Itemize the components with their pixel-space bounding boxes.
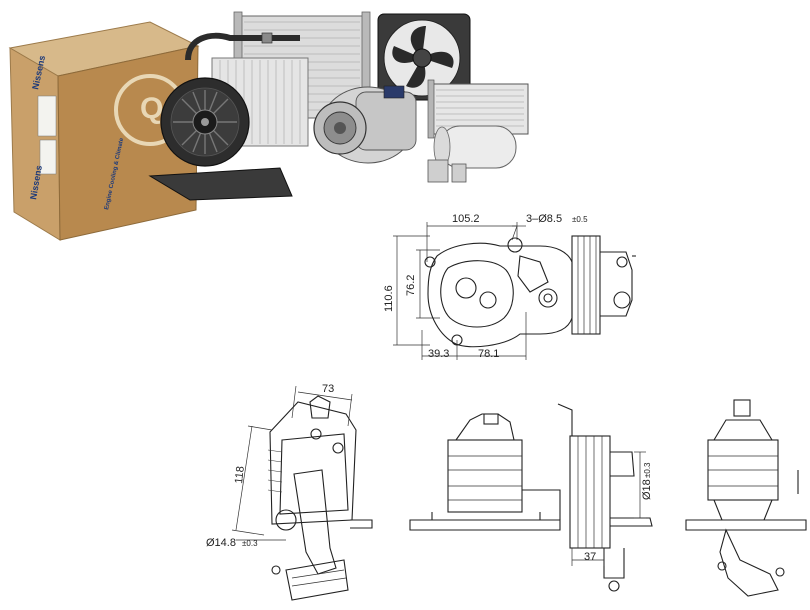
dim-port-diameter: Ø14.8 bbox=[206, 537, 236, 549]
dim-width-39: 39.3 bbox=[428, 348, 449, 360]
dim-width-73: 73 bbox=[322, 383, 334, 395]
dim-diameter-18: Ø18 bbox=[641, 479, 653, 500]
ac-compressor-icon bbox=[313, 85, 417, 164]
product-photo: Nissens Nissens Engine Cooling & Climate… bbox=[8, 11, 529, 241]
dim-height-118: 118 bbox=[233, 466, 247, 485]
drawing-side-view: Ø18 ±0.3 37 bbox=[409, 403, 653, 592]
dim-holes: 3–Ø8.5 bbox=[526, 213, 562, 225]
dim-diameter-tolerance: ±0.3 bbox=[643, 462, 652, 478]
receiver-drier-icon bbox=[427, 125, 517, 183]
drawing-front-view: 105.2 3–Ø8.5 ±0.5 110.6 76.2 39.3 78.1 bbox=[383, 213, 636, 360]
dim-holes-tolerance: ±0.5 bbox=[572, 215, 588, 224]
radiator-fan-icon bbox=[377, 13, 471, 101]
box-q-logo: Q bbox=[140, 92, 163, 125]
cardboard-box-icon: Nissens Nissens Engine Cooling & Climate… bbox=[8, 21, 200, 241]
heater-core-icon bbox=[427, 79, 529, 139]
dim-width-78: 78.1 bbox=[478, 348, 499, 360]
blower-fan-icon bbox=[148, 77, 293, 201]
dim-port-tolerance: ±0.3 bbox=[242, 539, 258, 548]
dim-height-76: 76.2 bbox=[405, 275, 417, 296]
drawing-end-view bbox=[685, 399, 807, 597]
dim-height-110: 110.6 bbox=[383, 285, 395, 312]
dim-width-37: 37 bbox=[584, 551, 596, 563]
dim-width-105: 105.2 bbox=[452, 213, 480, 225]
drawing-left-view: 73 118 Ø14.8 ±0.3 bbox=[206, 383, 373, 601]
pipe-icon bbox=[185, 32, 300, 61]
